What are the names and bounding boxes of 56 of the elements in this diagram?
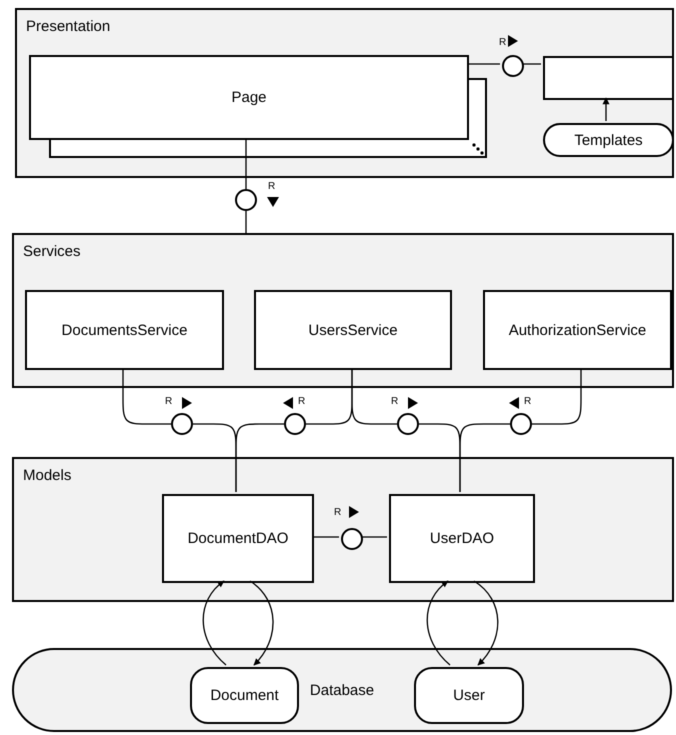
role-label: R — [391, 397, 398, 407]
component-label: User — [453, 687, 485, 704]
role-label: R — [165, 397, 172, 407]
interface-circle — [341, 528, 363, 550]
role-label: R — [499, 38, 506, 48]
layer-title: Presentation — [26, 18, 110, 35]
component-label: AuthorizationService — [508, 322, 646, 338]
connector — [351, 368, 397, 425]
connector — [459, 423, 510, 492]
component-box — [483, 290, 672, 370]
component-box — [543, 56, 674, 100]
connector — [474, 580, 498, 666]
role-label: R — [334, 508, 342, 518]
component-label: Document — [210, 687, 279, 704]
interface-circle — [397, 413, 419, 435]
connector — [602, 97, 610, 121]
connector — [312, 536, 339, 538]
component-box — [389, 494, 535, 583]
role-label: R — [298, 397, 306, 407]
interface-circle — [235, 189, 257, 211]
layer-panel — [12, 457, 674, 602]
connector — [426, 580, 450, 666]
interface-circle — [284, 413, 306, 435]
layer-title: Services — [23, 243, 81, 260]
connector — [245, 138, 247, 189]
layer-title: Database — [310, 682, 374, 698]
component-label: DocumentDAO — [188, 530, 288, 547]
connector — [122, 368, 171, 425]
role-label: R — [524, 397, 532, 407]
component-box — [29, 55, 469, 140]
connector — [361, 536, 387, 538]
layer-title: Models — [23, 467, 72, 484]
interface-circle — [171, 413, 193, 435]
connector — [250, 580, 274, 666]
connector — [532, 368, 582, 425]
role-label: R — [268, 182, 276, 192]
component-box — [254, 290, 452, 370]
connector — [467, 63, 500, 65]
component-label: Page — [231, 89, 267, 106]
component-box — [25, 290, 224, 370]
layer-panel — [12, 233, 674, 388]
rounded-box — [543, 123, 674, 157]
rounded-box — [190, 667, 299, 724]
component-label: Templates — [574, 132, 643, 148]
component-box — [162, 494, 314, 583]
connector — [235, 423, 284, 492]
interface-circle — [502, 55, 524, 77]
component-label: UserDAO — [430, 530, 494, 547]
layer-panel — [15, 8, 674, 178]
connector — [202, 580, 226, 666]
connector — [522, 63, 541, 65]
interface-circle — [510, 413, 532, 435]
component-label: DocumentsService — [62, 322, 188, 338]
component-label: UsersService — [308, 322, 398, 338]
rounded-box — [414, 667, 524, 724]
connector — [245, 211, 247, 233]
